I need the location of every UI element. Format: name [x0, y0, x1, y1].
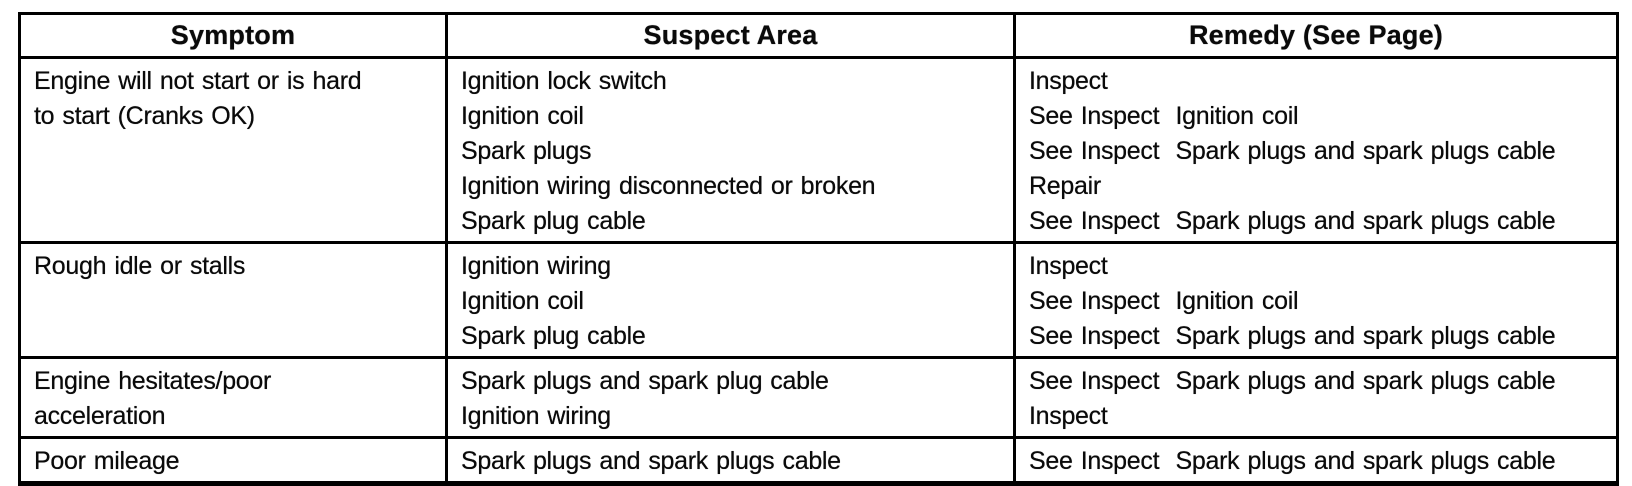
cell-text-line: Spark plugs and spark plug cable: [461, 367, 829, 395]
cell-text-line: Spark plug cable: [461, 207, 646, 235]
cell-text-line: acceleration: [34, 402, 166, 430]
column-header-remedy: Remedy (See Page): [1013, 12, 1619, 59]
column-header-symptom: Symptom: [18, 12, 448, 59]
symptom-cell: Engine will not start or is hard to start…: [18, 56, 448, 244]
column-header-suspect-area: Suspect Area: [445, 12, 1016, 59]
cell-text-line: Rough idle or stalls: [34, 252, 246, 280]
remedy-cell: See Inspect Spark plugs and spark plugs …: [1013, 436, 1619, 485]
cell-text-line: See Inspect Ignition coil: [1029, 102, 1299, 130]
cell-text-line: Engine will not start or is hard: [34, 67, 362, 95]
cell-text-line: See Inspect Ignition coil: [1029, 287, 1299, 315]
cell-text-line: Spark plugs and spark plugs cable: [461, 447, 841, 475]
cell-text-line: See Inspect Spark plugs and spark plugs …: [1029, 137, 1556, 165]
table-row: Engine will not start or is hard to start…: [18, 56, 1619, 244]
cell-text-line: Ignition wiring disconnected or broken: [461, 172, 876, 200]
scanned-manual-page: Symptom Suspect Area Remedy (See Page) E…: [18, 12, 1619, 486]
cell-text-line: Spark plugs: [461, 137, 592, 165]
cell-text-line: Inspect: [1029, 402, 1108, 430]
troubleshooting-table: Symptom Suspect Area Remedy (See Page) E…: [18, 12, 1619, 486]
cell-text-line: Spark plug cable: [461, 322, 646, 350]
cell-text-line: Ignition coil: [461, 102, 584, 130]
table-row: Poor mileage Spark plugs and spark plugs…: [18, 436, 1619, 485]
cell-text-line: Ignition lock switch: [461, 67, 667, 95]
cell-text-line: Repair: [1029, 172, 1101, 200]
symptom-cell: Engine hesitates/poor acceleration: [18, 356, 448, 439]
cell-text-line: See Inspect Spark plugs and spark plugs …: [1029, 322, 1556, 350]
cell-text-line: Poor mileage: [34, 447, 180, 475]
cell-text-line: Ignition wiring: [461, 402, 611, 430]
header-row: Symptom Suspect Area Remedy (See Page): [18, 12, 1619, 59]
symptom-cell: Rough idle or stalls: [18, 241, 448, 359]
cell-text-line: Inspect: [1029, 252, 1108, 280]
cell-text-line: Ignition wiring: [461, 252, 611, 280]
suspect-area-cell: Spark plugs and spark plugs cable: [445, 436, 1016, 485]
cell-text-line: See Inspect Spark plugs and spark plugs …: [1029, 447, 1556, 475]
remedy-cell: See Inspect Spark plugs and spark plugs …: [1013, 356, 1619, 439]
cell-text-line: Inspect: [1029, 67, 1108, 95]
symptom-cell: Poor mileage: [18, 436, 448, 485]
cell-text-line: to start (Cranks OK): [34, 102, 255, 130]
table-row: Engine hesitates/poor acceleration Spark …: [18, 356, 1619, 439]
cell-text-line: Ignition coil: [461, 287, 584, 315]
cell-text-line: See Inspect Spark plugs and spark plugs …: [1029, 207, 1556, 235]
cell-text-line: Engine hesitates/poor: [34, 367, 272, 395]
cell-text-line: See Inspect Spark plugs and spark plugs …: [1029, 367, 1556, 395]
